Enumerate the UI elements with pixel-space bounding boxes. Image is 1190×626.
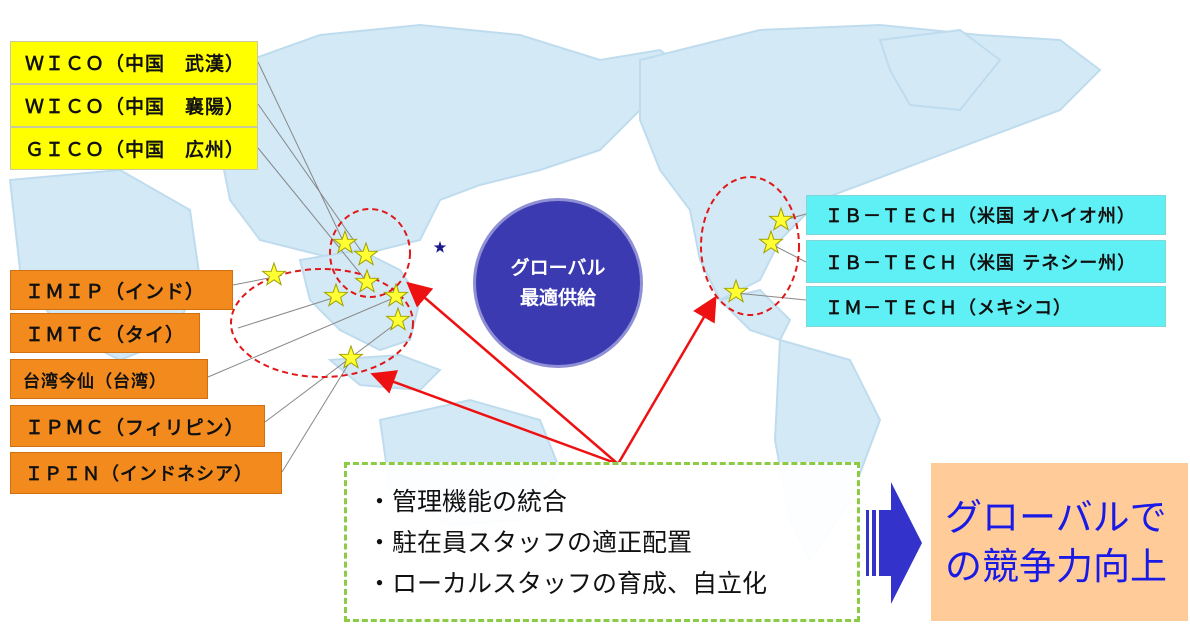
star-icon <box>723 278 749 303</box>
star-icon <box>261 261 287 286</box>
label-ipmc-philippines: ＩＰＭＣ（フィリピン） <box>10 405 265 447</box>
star-icon <box>338 344 364 369</box>
bullet-item: ・ローカルスタッフの育成、自立化 <box>367 569 768 598</box>
star-icon <box>758 229 784 254</box>
label-wico-wuhan: ＷＩＣＯ（中国 武漢） <box>10 41 258 84</box>
label-imtc-thailand: ＩＭＴＣ（タイ） <box>10 313 200 353</box>
bullet-item: ・管理機能の統合 <box>367 487 568 516</box>
label-gico-guangzhou: ＧＩＣＯ（中国 広州） <box>10 127 258 170</box>
arrow-to-asia <box>370 370 619 466</box>
hub-title: グローバル <box>510 257 606 279</box>
star-icon <box>323 282 349 307</box>
arrow-to-china <box>406 281 619 465</box>
japan-star-icon <box>433 241 447 253</box>
map-eurasia <box>218 23 702 262</box>
leader-line <box>264 321 399 423</box>
bullet-item: ・駐在員スタッフの適正配置 <box>367 528 693 557</box>
result-box: グローバルで の競争力向上 <box>931 463 1188 621</box>
leader-line <box>207 296 397 378</box>
star-icon <box>383 282 409 307</box>
map-greenland <box>878 28 1002 112</box>
label-imasen-taiwan: 台湾今仙（台湾） <box>10 359 208 399</box>
asia-group-ring <box>230 268 414 378</box>
leader-line <box>257 61 345 244</box>
star-icon <box>354 268 380 293</box>
leader-line <box>257 147 369 284</box>
leader-line <box>281 359 352 473</box>
right-arrow-icon <box>866 482 922 604</box>
result-line-2: の競争力向上 <box>945 545 1167 588</box>
global-supply-hub: グローバル 最適供給 <box>473 198 643 368</box>
leader-line <box>232 276 275 286</box>
star-icon <box>332 229 358 254</box>
hub-subtitle: 最適供給 <box>519 287 596 309</box>
star-icon <box>385 306 411 331</box>
initiatives-box: ・管理機能の統合 ・駐在員スタッフの適正配置 ・ローカルスタッフの育成、自立化 <box>344 462 860 622</box>
star-icon <box>353 241 379 266</box>
map-central-america <box>718 288 792 342</box>
arrow-to-america <box>616 295 717 465</box>
label-imip-india: ＩＭＩＰ（インド） <box>10 270 233 310</box>
leader-line <box>735 292 807 301</box>
label-im-tech-mexico: ＩＭ－ＴＥＣＨ（メキシコ） <box>806 286 1166 327</box>
star-icon <box>768 206 794 231</box>
result-line-1: グローバルで <box>945 496 1167 539</box>
china-group-ring <box>329 208 411 298</box>
label-ib-tech-ohio: ＩＢ－ＴＥＣＨ（米国 オハイオ州） <box>806 195 1166 235</box>
leader-line <box>237 296 337 329</box>
map-southeast-asia <box>298 248 422 352</box>
label-ipin-indonesia: ＩＰＩＮ（インドネシア） <box>10 452 282 494</box>
label-wico-xiangyang: ＷＩＣＯ（中国 襄陽） <box>10 84 258 127</box>
label-ib-tech-tennessee: ＩＢ－ＴＥＣＨ（米国 テネシー州） <box>806 240 1166 283</box>
leader-line <box>257 103 365 256</box>
america-group-ring <box>700 176 800 316</box>
